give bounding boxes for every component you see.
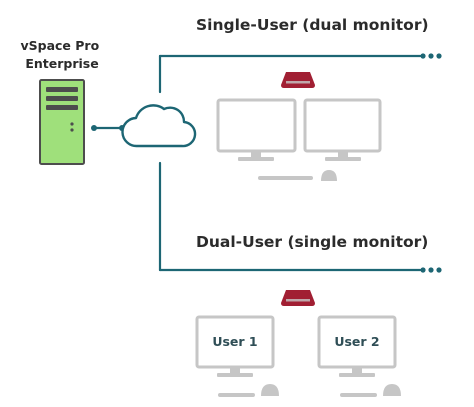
server-label-line2: Enterprise [25,56,98,71]
user-1-label: User 1 [212,334,257,349]
access-device-icon [281,290,315,306]
mouse-icon [261,384,279,396]
monitor-icon [303,98,382,161]
server-label-line1: vSpace Pro [20,38,99,53]
mouse-icon [383,384,401,396]
monitor-icon [317,315,397,377]
single-user-title: Single-User (dual monitor) [196,16,429,34]
keyboard-icon [340,393,377,397]
dual-user-title: Dual-User (single monitor) [196,233,428,251]
access-device-icon [281,72,315,88]
keyboard-icon [258,176,313,180]
more-dots-icon [420,267,442,273]
server-label: vSpace Pro Enterprise [20,38,103,71]
monitor-icon [216,98,297,161]
monitor-icon [195,315,275,377]
more-dots-icon [420,53,442,59]
user-2-label: User 2 [334,334,379,349]
server-link-node [91,125,97,131]
cloud-icon [121,104,197,148]
server-tower-icon [39,79,85,165]
mouse-icon [321,170,337,181]
network-lines [92,54,422,272]
keyboard-icon [218,393,255,397]
